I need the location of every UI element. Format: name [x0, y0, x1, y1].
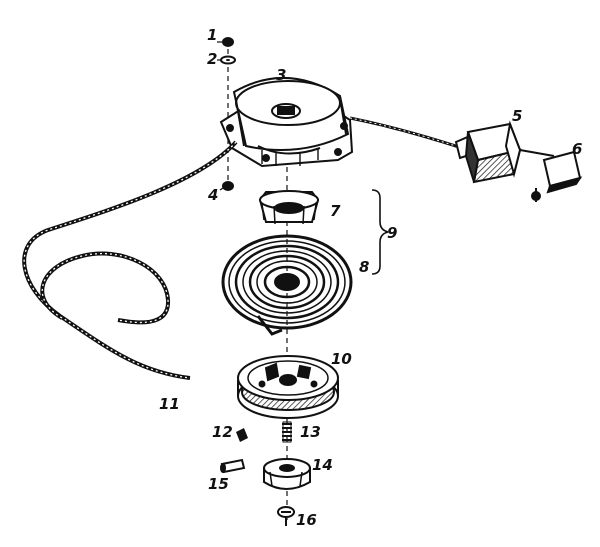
part-5-pull-handle [454, 120, 555, 184]
part-10-rope-pulley [237, 355, 339, 419]
part-6-cable-clip [531, 150, 583, 202]
part-4-nut [222, 181, 234, 191]
part-8-recoil-spring [221, 234, 353, 336]
callout-2: 2 [207, 50, 217, 68]
part-14-retainer [263, 458, 311, 490]
callout-13: 13 [300, 423, 321, 441]
part-13-spring [282, 421, 292, 443]
leader-lines [217, 41, 224, 191]
callout-6: 6 [572, 140, 582, 158]
callout-labels: 1 2 3 4 5 6 7 8 9 10 11 12 13 14 15 16 [159, 26, 582, 529]
bracket-9 [371, 189, 389, 275]
part-3-starter-housing [219, 76, 354, 168]
part-16-screw [277, 506, 295, 526]
callout-10: 10 [331, 350, 352, 368]
part-11-starter-rope [22, 140, 238, 380]
callout-15: 15 [208, 475, 229, 493]
pull-cable [349, 116, 463, 150]
callout-3: 3 [276, 66, 286, 84]
part-2-washer [220, 55, 236, 65]
part-1-nut [222, 37, 234, 47]
part-7-pawl-carrier [258, 190, 320, 225]
callout-7: 7 [330, 202, 341, 220]
part-15-pin [220, 458, 246, 474]
callout-5: 5 [512, 107, 522, 125]
callout-8: 8 [359, 258, 369, 276]
callout-16: 16 [296, 511, 317, 529]
part-12-pawl [236, 428, 248, 442]
callout-11: 11 [159, 395, 180, 413]
callout-9: 9 [387, 224, 397, 242]
callout-4: 4 [207, 186, 218, 204]
callout-14: 14 [312, 456, 333, 474]
callout-12: 12 [212, 423, 233, 441]
callout-1: 1 [207, 26, 217, 44]
